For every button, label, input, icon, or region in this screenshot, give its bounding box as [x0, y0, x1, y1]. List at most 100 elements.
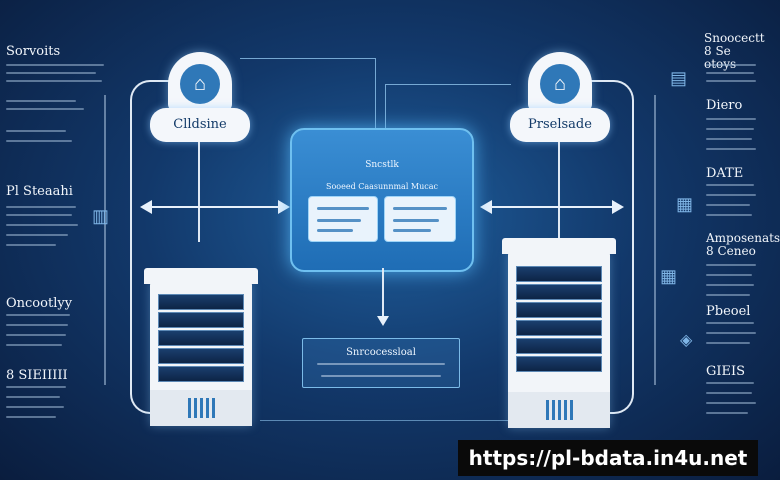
right-stem — [558, 142, 560, 242]
text-line — [6, 334, 66, 336]
network-line — [260, 420, 550, 421]
signal-icon: ◈ — [680, 332, 693, 349]
rack-unit — [158, 330, 244, 346]
left-bracket — [104, 95, 110, 385]
text-line — [6, 214, 72, 216]
down-connector — [382, 268, 384, 318]
center-card-right — [384, 196, 456, 242]
rack-unit — [158, 348, 244, 364]
right-heading-3: DATE — [706, 166, 744, 181]
arrow-left-icon — [140, 200, 152, 214]
rack-unit — [158, 294, 244, 310]
vent — [200, 398, 203, 418]
text-line — [6, 206, 76, 208]
text-line — [6, 396, 60, 398]
arrow-down-icon — [377, 316, 389, 326]
right-heading-2: Diero — [706, 98, 743, 113]
right-arrow-line — [486, 206, 614, 208]
text-line — [706, 214, 752, 216]
text-line — [6, 324, 68, 326]
center-hub-panel: Sncstlk Sooeed Caasunnmal Mucac — [290, 128, 474, 272]
text-line — [706, 128, 754, 130]
grid-icon: ▦ — [660, 266, 678, 286]
text-line — [6, 234, 68, 236]
left-node-cap: ⌂ — [168, 52, 232, 112]
text-line — [706, 184, 754, 186]
text-line — [6, 100, 76, 102]
left-heading-3: Oncootlyy — [6, 296, 73, 311]
rack-unit — [158, 312, 244, 328]
arrow-right-icon — [612, 200, 624, 214]
text-line — [6, 344, 62, 346]
server-icon: ▤ — [670, 68, 688, 88]
network-line — [240, 58, 376, 129]
rack-unit — [516, 302, 602, 318]
rack-unit — [158, 366, 244, 382]
text-line — [706, 72, 754, 74]
text-line — [6, 80, 102, 82]
text-line — [317, 229, 353, 232]
center-panel-title: Sncstlk — [365, 160, 399, 170]
text-line — [6, 224, 78, 226]
right-heading-6: GIEIS — [706, 364, 746, 379]
vent — [552, 400, 555, 420]
text-line — [706, 332, 756, 334]
left-heading-2: Pl Steaahi — [6, 184, 73, 199]
house-icon: ⌂ — [540, 64, 580, 104]
vent — [558, 400, 561, 420]
text-line — [706, 412, 748, 414]
left-server — [144, 268, 258, 426]
text-line — [706, 148, 756, 150]
right-server — [502, 238, 616, 428]
info-box: Snrcocessloal — [302, 338, 460, 388]
vent — [194, 398, 197, 418]
text-line — [706, 294, 750, 296]
left-arrow-line — [148, 206, 280, 208]
server-top — [144, 268, 258, 284]
vent — [206, 398, 209, 418]
text-line — [6, 386, 66, 388]
building-icon: ⌂ — [180, 64, 220, 104]
vent — [212, 398, 215, 418]
text-line — [706, 342, 750, 344]
arrow-right-icon — [278, 200, 290, 214]
right-node-label-box: Prselsade — [510, 108, 610, 142]
server-base — [150, 390, 252, 426]
server-rack-icon: ▥ — [92, 206, 110, 226]
database-icon: ▦ — [676, 194, 694, 214]
text-line — [393, 229, 431, 232]
left-node-label: Clldsine — [173, 117, 227, 132]
text-line — [706, 322, 754, 324]
text-line — [321, 375, 441, 377]
right-heading-5: Pbeoel — [706, 304, 751, 319]
server-base — [508, 392, 610, 428]
text-line — [706, 118, 756, 120]
text-line — [706, 392, 752, 394]
text-line — [6, 244, 56, 246]
text-line — [6, 314, 70, 316]
text-line — [706, 264, 756, 266]
vent — [188, 398, 191, 418]
left-heading-4: 8 SIEIIIII — [6, 368, 68, 383]
rack-unit — [516, 284, 602, 300]
rack-unit — [516, 320, 602, 336]
text-line — [706, 80, 756, 82]
text-line — [706, 402, 756, 404]
text-line — [6, 406, 64, 408]
text-line — [393, 219, 439, 222]
right-bracket — [650, 95, 656, 385]
text-line — [706, 284, 754, 286]
text-line — [6, 64, 104, 66]
diagram-canvas: Sorvoits Pl Steaahi Oncootlyy 8 SIEIIIII… — [6, 32, 780, 476]
center-panel-subtitle: Sooeed Caasunnmal Mucac — [326, 182, 438, 191]
rack-unit — [516, 338, 602, 354]
rack-unit — [516, 356, 602, 372]
text-line — [317, 219, 361, 222]
text-line — [706, 382, 754, 384]
rack-unit — [516, 266, 602, 282]
text-line — [6, 140, 72, 142]
server-top — [502, 238, 616, 254]
center-card-left — [308, 196, 378, 242]
left-node-label-box: Clldsine — [150, 108, 250, 142]
vent — [564, 400, 567, 420]
